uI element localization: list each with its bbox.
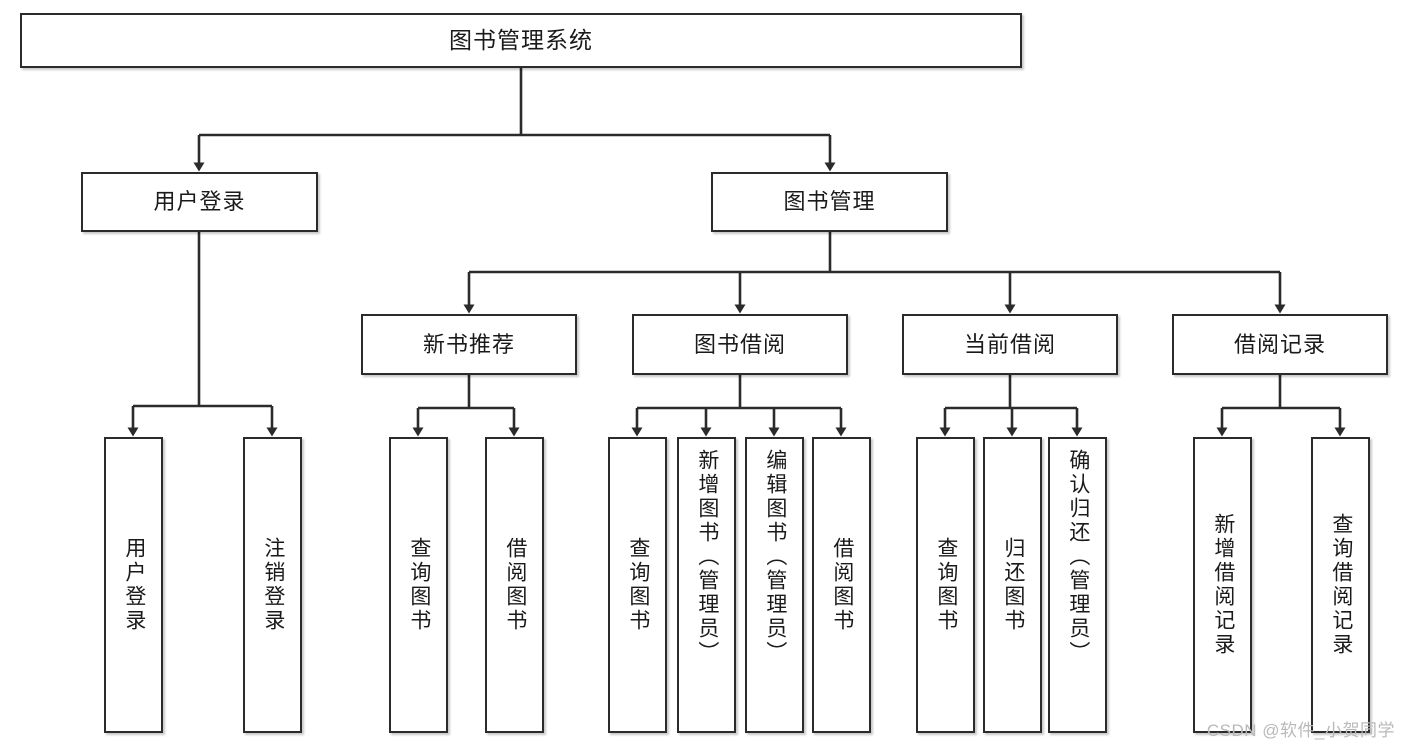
node-leaf-query-book-current[interactable]: 查询图书 [916, 437, 975, 733]
node-new-book-recommend[interactable]: 新书推荐 [361, 314, 577, 375]
node-leaf-add-book-admin[interactable]: 新增图书（管理员） [677, 437, 736, 733]
node-label: 查询借阅记录 [1329, 513, 1353, 657]
node-leaf-add-borrow-record[interactable]: 新增借阅记录 [1193, 437, 1252, 733]
node-label: 用户登录 [153, 189, 246, 215]
node-label: 图书管理系统 [449, 27, 593, 54]
node-current-borrow[interactable]: 当前借阅 [902, 314, 1118, 375]
node-leaf-confirm-return-admin[interactable]: 确认归还（管理员） [1048, 437, 1107, 733]
node-label: 查询图书 [934, 537, 958, 633]
node-root-system[interactable]: 图书管理系统 [20, 13, 1022, 68]
node-label: 新增图书（管理员） [695, 449, 719, 665]
node-leaf-query-book-recommend[interactable]: 查询图书 [389, 437, 448, 733]
node-leaf-borrow-book-recommend[interactable]: 借阅图书 [485, 437, 544, 733]
node-label: 图书管理 [783, 189, 876, 215]
node-label: 确认归还（管理员） [1066, 449, 1090, 665]
node-label: 新书推荐 [422, 331, 515, 357]
node-label: 图书借阅 [693, 331, 786, 357]
node-label: 借阅记录 [1233, 331, 1326, 357]
node-borrow-record[interactable]: 借阅记录 [1172, 314, 1388, 375]
node-label: 借阅图书 [503, 537, 527, 633]
node-label: 注销登录 [261, 537, 285, 633]
node-book-borrow[interactable]: 图书借阅 [632, 314, 848, 375]
node-leaf-edit-book-admin[interactable]: 编辑图书（管理员） [745, 437, 804, 733]
node-label: 编辑图书（管理员） [763, 449, 787, 665]
node-user-login[interactable]: 用户登录 [81, 172, 318, 232]
node-label: 借阅图书 [830, 537, 854, 633]
node-label: 当前借阅 [963, 331, 1056, 357]
node-leaf-borrow-book[interactable]: 借阅图书 [812, 437, 871, 733]
node-leaf-query-book-borrow[interactable]: 查询图书 [608, 437, 667, 733]
watermark: CSDN @软件_小贺同学 [1206, 721, 1395, 740]
node-book-manage[interactable]: 图书管理 [711, 172, 948, 232]
node-label: 查询图书 [626, 537, 650, 633]
node-leaf-logout[interactable]: 注销登录 [243, 437, 302, 733]
node-leaf-user-login[interactable]: 用户登录 [104, 437, 163, 733]
node-label: 新增借阅记录 [1211, 513, 1235, 657]
node-leaf-query-borrow-record[interactable]: 查询借阅记录 [1311, 437, 1370, 733]
node-label: 查询图书 [407, 537, 431, 633]
node-label: 用户登录 [122, 537, 146, 633]
node-leaf-return-book[interactable]: 归还图书 [983, 437, 1042, 733]
node-label: 归还图书 [1001, 537, 1025, 633]
